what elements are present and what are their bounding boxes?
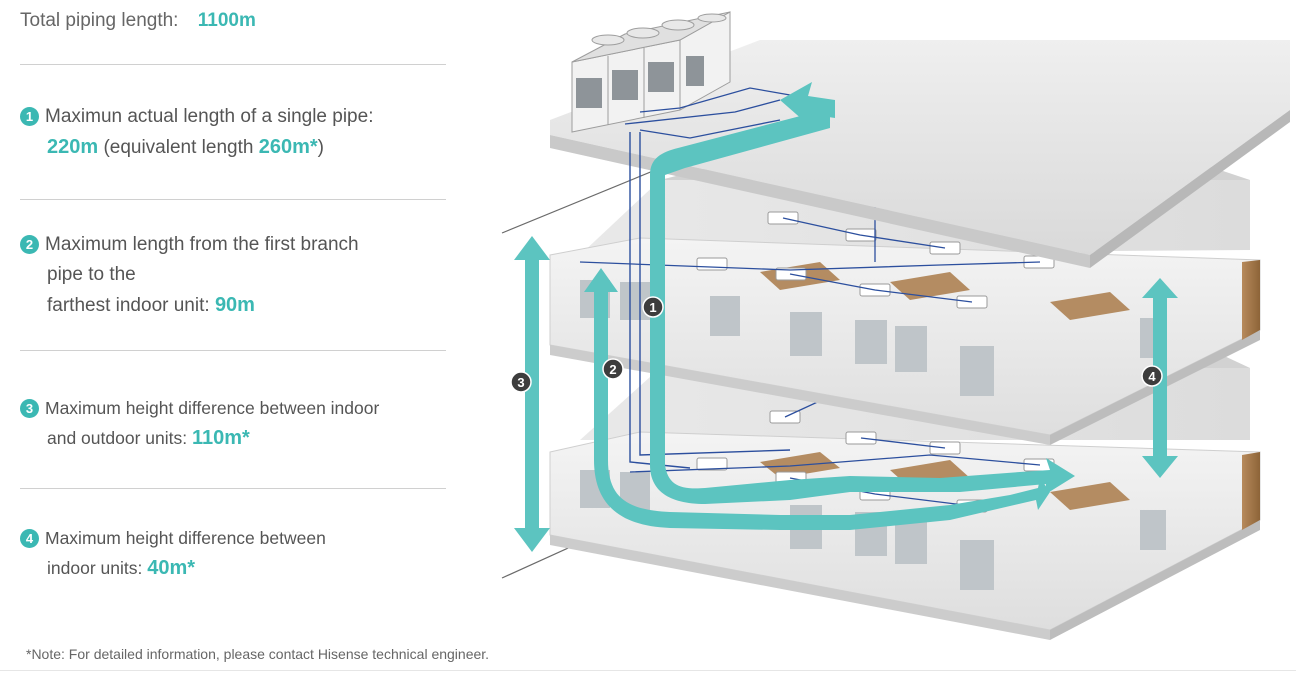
footnote: *Note: For detailed information, please … (26, 646, 490, 662)
spec-item-2: 2 Maximum length from the first branch pi… (20, 230, 446, 321)
spec-3-value: 110m* (191, 427, 250, 449)
number-badge-3: 3 (20, 399, 39, 418)
total-value: 1100m (197, 10, 256, 31)
divider (20, 64, 446, 65)
roof-slab (550, 40, 1290, 255)
number-badge-4: 4 (20, 529, 39, 548)
svg-text:3: 3 (517, 375, 524, 390)
roof-slab-front-edge (550, 135, 1090, 268)
bottom-divider (0, 670, 1296, 671)
outdoor-units (571, 11, 731, 133)
spec-4-line1: Maximum height difference between (45, 528, 326, 548)
number-badge-2: 2 (20, 235, 39, 254)
divider (20, 350, 446, 351)
upper-floor-slab-edge (550, 345, 1050, 445)
spec-item-3: 3 Maximum height difference between indoo… (20, 393, 446, 453)
arrow-head-roof (780, 82, 835, 128)
spec-3-line1: Maximum height difference between indoor (45, 398, 380, 418)
spec-1-text-mid: (equivalent length (103, 137, 259, 158)
spec-item-1: 1 Maximun actual length of a single pipe:… (20, 102, 446, 163)
number-badge-1: 1 (20, 107, 39, 126)
marker-4: 4 (1141, 365, 1163, 387)
marker-3: 3 (510, 371, 532, 393)
wood-panel (1242, 452, 1260, 530)
marker-2: 2 (602, 358, 624, 380)
lower-floor-slab-edge (550, 535, 1050, 640)
arrow-pipe-path-2 (584, 268, 1050, 530)
svg-text:2: 2 (609, 362, 616, 377)
spec-2-line1: Maximum length from the first branch (45, 234, 359, 255)
spec-4-line2: indoor units: (47, 558, 143, 578)
spec-1-text-end: ) (317, 137, 324, 158)
spec-2-line3: farthest indoor unit: (47, 295, 210, 316)
spec-3-line2: and outdoor units: (47, 428, 188, 448)
spec-2-value: 90m (214, 294, 255, 316)
roof-slab-side-edge (1090, 110, 1290, 268)
divider (20, 199, 446, 200)
upper-floor-pipes (579, 190, 1041, 303)
spec-item-4: 4 Maximum height difference between indoo… (20, 523, 446, 583)
marker-1: 1 (642, 296, 664, 318)
spec-1-value2: 260m* (258, 136, 318, 158)
spec-1-line1: Maximun actual length of a single pipe: (45, 106, 374, 127)
roof-pipes (624, 87, 791, 139)
arrow-height-outdoor-indoor (514, 236, 550, 552)
spec-1-value1: 220m (47, 136, 99, 158)
wood-panel (1242, 260, 1260, 340)
main-pipe (629, 132, 791, 469)
spec-2-line2: pipe to the (47, 264, 136, 285)
roof (550, 11, 1290, 268)
lower-floor-slab-side (1050, 520, 1260, 640)
building-diagram: 1 2 3 4 (501, 11, 1290, 640)
svg-text:1: 1 (649, 300, 656, 315)
svg-text:4: 4 (1148, 369, 1156, 384)
total-piping-length: Total piping length: 1100m (20, 10, 256, 32)
total-label: Total piping length: (20, 10, 179, 31)
divider (20, 488, 446, 489)
spec-4-value: 40m* (147, 557, 196, 579)
